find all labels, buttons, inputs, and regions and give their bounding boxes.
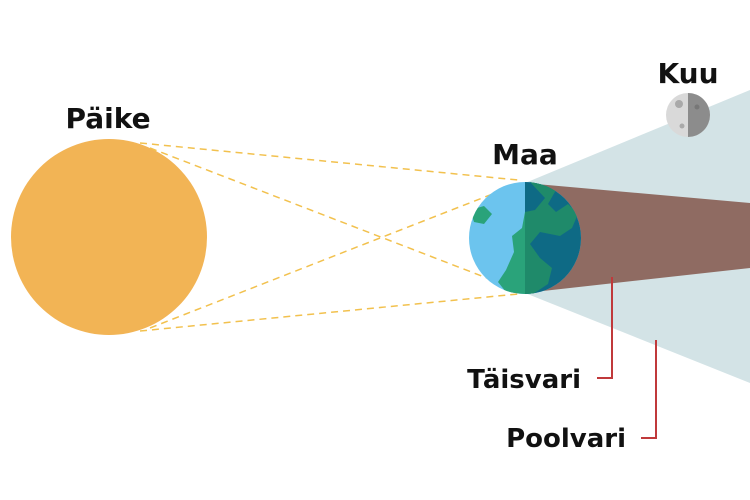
moon-crater bbox=[675, 100, 683, 108]
umbra-leader-line bbox=[597, 277, 613, 379]
sun-label: Päike bbox=[65, 102, 150, 135]
umbra-label: Täisvari bbox=[467, 365, 581, 395]
moon-crater bbox=[679, 123, 685, 129]
moon-dark-half bbox=[688, 93, 710, 137]
ray-bottom-outer bbox=[139, 293, 519, 332]
ray-top-cross bbox=[149, 147, 519, 291]
moon-crater bbox=[694, 104, 700, 110]
umbra-shadow bbox=[525, 183, 750, 293]
light-rays bbox=[139, 142, 519, 332]
penumbra-leader-line bbox=[641, 340, 657, 439]
ray-bottom-cross bbox=[149, 183, 519, 329]
earth-continent bbox=[498, 182, 578, 294]
moon-label: Kuu bbox=[657, 57, 718, 90]
sun bbox=[11, 139, 207, 335]
penumbra-label: Poolvari bbox=[506, 424, 626, 454]
moon bbox=[666, 93, 710, 137]
ray-top-outer bbox=[139, 142, 519, 181]
earth-label: Maa bbox=[492, 138, 558, 171]
